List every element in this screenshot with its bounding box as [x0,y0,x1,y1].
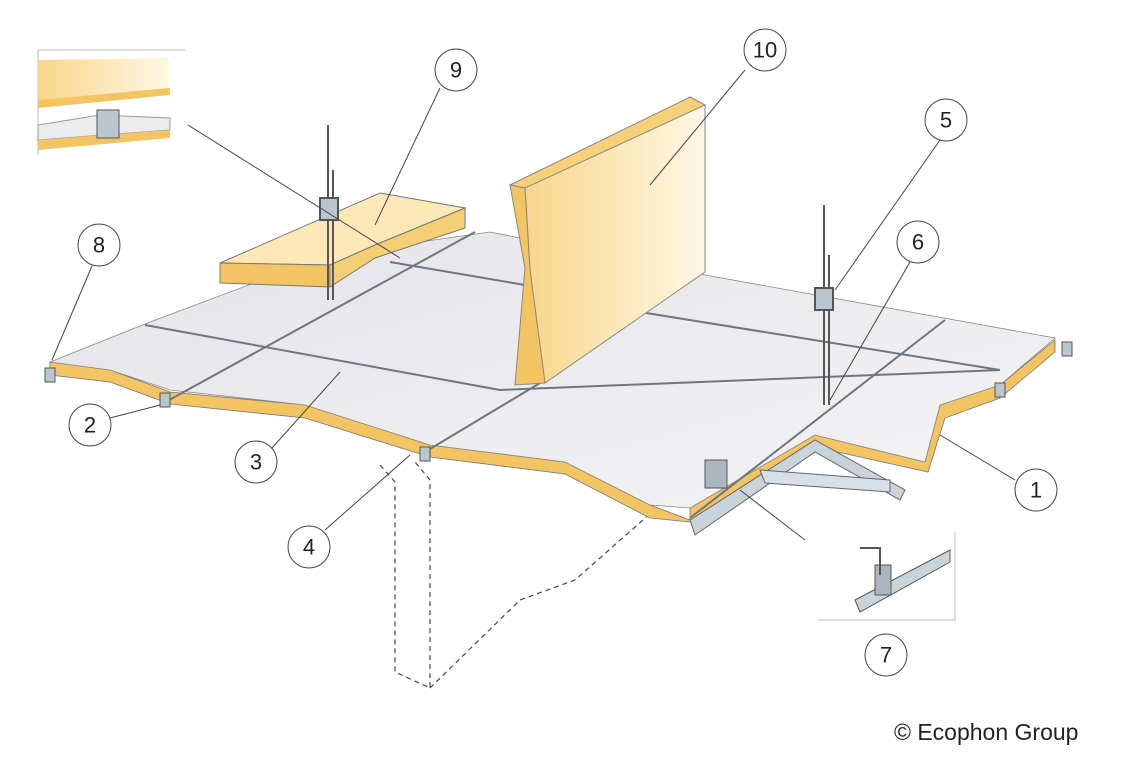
callout-8: 8 [77,223,121,267]
vertical-baffle [508,96,707,386]
svg-text:4: 4 [303,535,315,560]
svg-text:3: 3 [250,450,262,475]
callout-5: 5 [924,98,968,142]
copyright-notice: © Ecophon Group [894,719,1079,745]
detail-inset-edge [37,49,185,155]
callout-6: 6 [896,220,940,264]
svg-text:6: 6 [912,230,924,255]
svg-text:1: 1 [1030,478,1042,503]
detail-inset-runner [818,532,956,621]
callout-7: 7 [864,633,908,677]
leader-lines [51,69,1016,541]
callout-3: 3 [234,440,278,484]
svg-text:9: 9 [450,58,462,83]
edge-trims [44,341,1073,462]
svg-text:2: 2 [84,413,96,438]
svg-text:8: 8 [93,233,105,258]
insulation-batt [219,192,467,288]
callout-4: 4 [287,525,331,569]
main-runner [689,439,906,536]
callout-1: 1 [1014,468,1058,512]
svg-text:7: 7 [880,643,892,668]
callout-9: 9 [434,48,478,92]
svg-text:5: 5 [940,108,952,133]
column-outline [379,461,661,689]
callout-2: 2 [68,403,112,447]
svg-text:10: 10 [753,38,777,63]
grid-profiles [144,231,1001,519]
callout-10: 10 [743,28,787,72]
